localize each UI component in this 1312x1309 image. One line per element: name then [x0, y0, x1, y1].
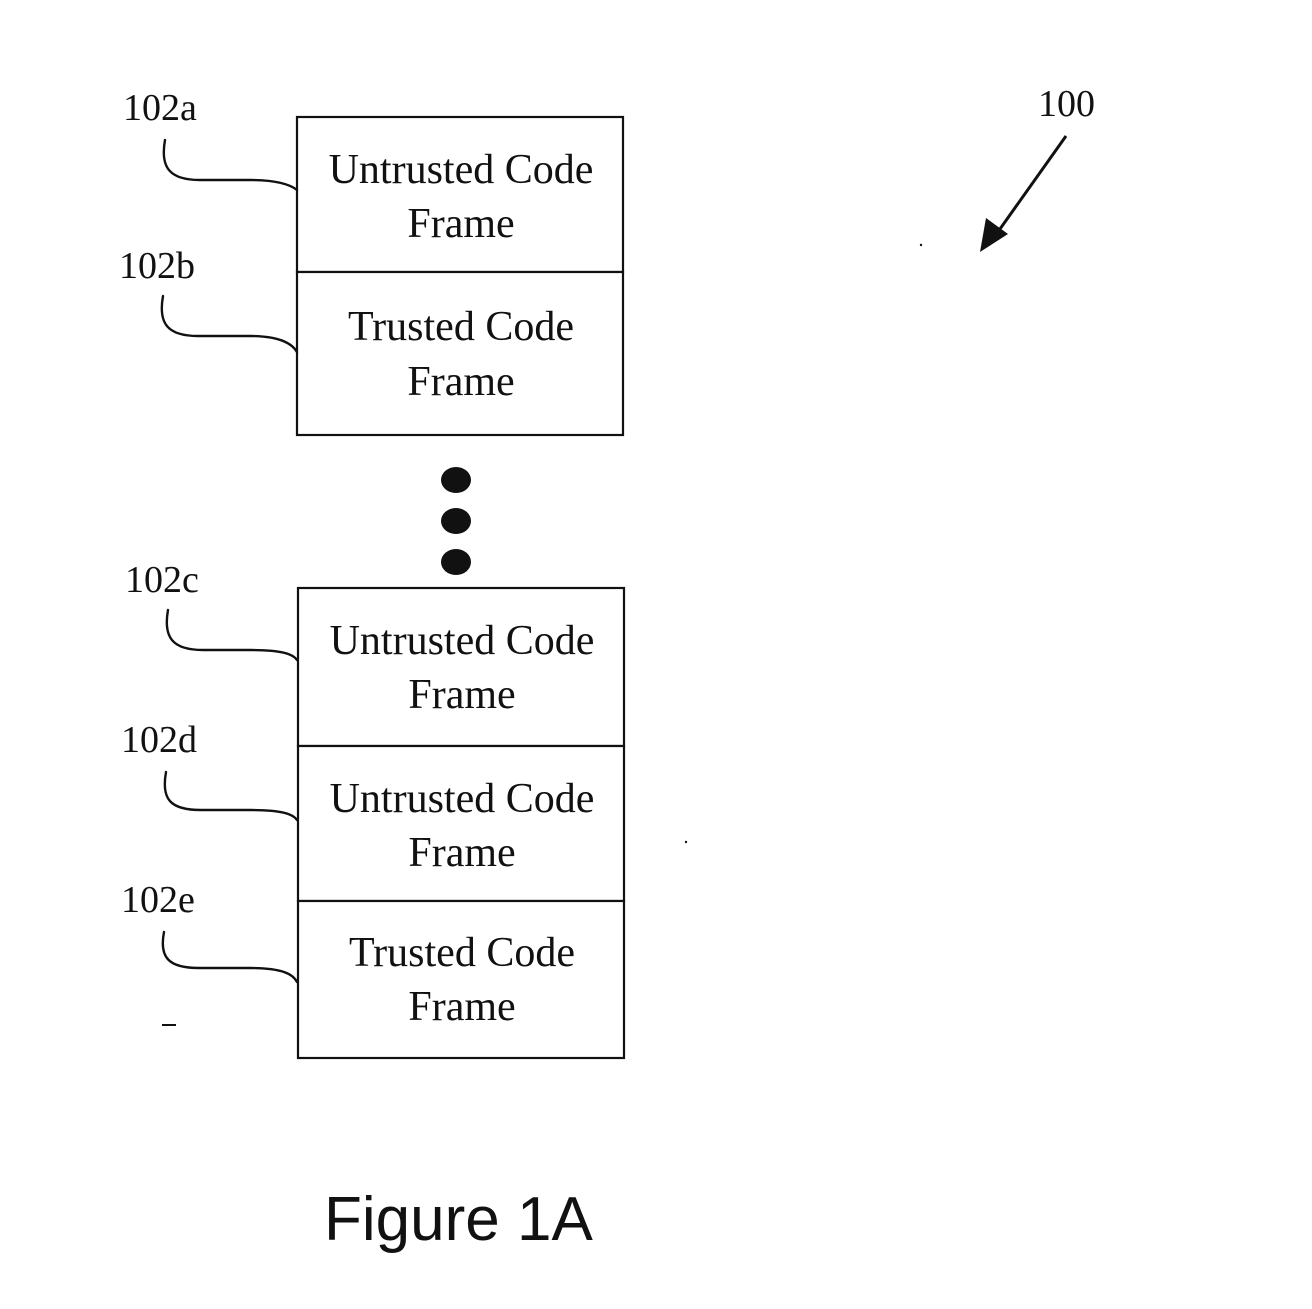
ref-label-102e: 102e	[121, 879, 195, 921]
frame-label-line2: Frame	[408, 984, 515, 1030]
frame-box-102d	[298, 746, 624, 901]
frame-label-line2: Frame	[407, 359, 514, 405]
dot-icon	[441, 467, 471, 493]
ref-label-102b: 102b	[119, 245, 195, 287]
figure-caption: Figure 1A	[324, 1185, 593, 1254]
dot-icon	[441, 549, 471, 575]
frame-label-line1: Untrusted Code	[329, 147, 594, 193]
continuation-dots	[441, 467, 471, 575]
frame-stack-top: Untrusted Code Frame 102a Trusted Code F…	[119, 87, 623, 435]
diagram-arrow-line	[995, 136, 1066, 236]
diagram-ref-100: 100	[1038, 83, 1095, 125]
scan-mark	[685, 841, 687, 843]
frame-box-102e	[298, 901, 624, 1058]
frame-box-102a	[297, 117, 623, 272]
leader-line-102e	[163, 932, 297, 982]
frame-label-line2: Frame	[408, 830, 515, 876]
frame-102e: Trusted Code Frame 102e	[121, 879, 624, 1058]
ref-label-102c: 102c	[125, 559, 199, 601]
leader-line-102d	[165, 772, 297, 820]
frame-label-line1: Trusted Code	[348, 304, 574, 350]
frame-box-102b	[297, 272, 623, 435]
frame-102a: Untrusted Code Frame 102a	[123, 87, 623, 272]
frame-label-line2: Frame	[407, 201, 514, 247]
frame-label-line1: Untrusted Code	[330, 618, 595, 664]
dot-icon	[441, 508, 471, 534]
ref-label-102d: 102d	[121, 719, 197, 761]
scan-mark	[920, 244, 922, 246]
leader-line-102b	[162, 296, 297, 352]
frame-102b: Trusted Code Frame 102b	[119, 245, 623, 435]
frame-box-102c	[298, 588, 624, 746]
leader-line-102a	[164, 140, 297, 190]
ref-label-102a: 102a	[123, 87, 197, 129]
frame-102d: Untrusted Code Frame 102d	[121, 719, 624, 901]
frame-stack-bottom: Untrusted Code Frame 102c Untrusted Code…	[121, 559, 624, 1058]
frame-label-line2: Frame	[408, 672, 515, 718]
frame-label-line1: Trusted Code	[349, 930, 575, 976]
leader-line-102c	[167, 610, 297, 660]
frame-label-line1: Untrusted Code	[330, 776, 595, 822]
frame-102c: Untrusted Code Frame 102c	[125, 559, 624, 746]
